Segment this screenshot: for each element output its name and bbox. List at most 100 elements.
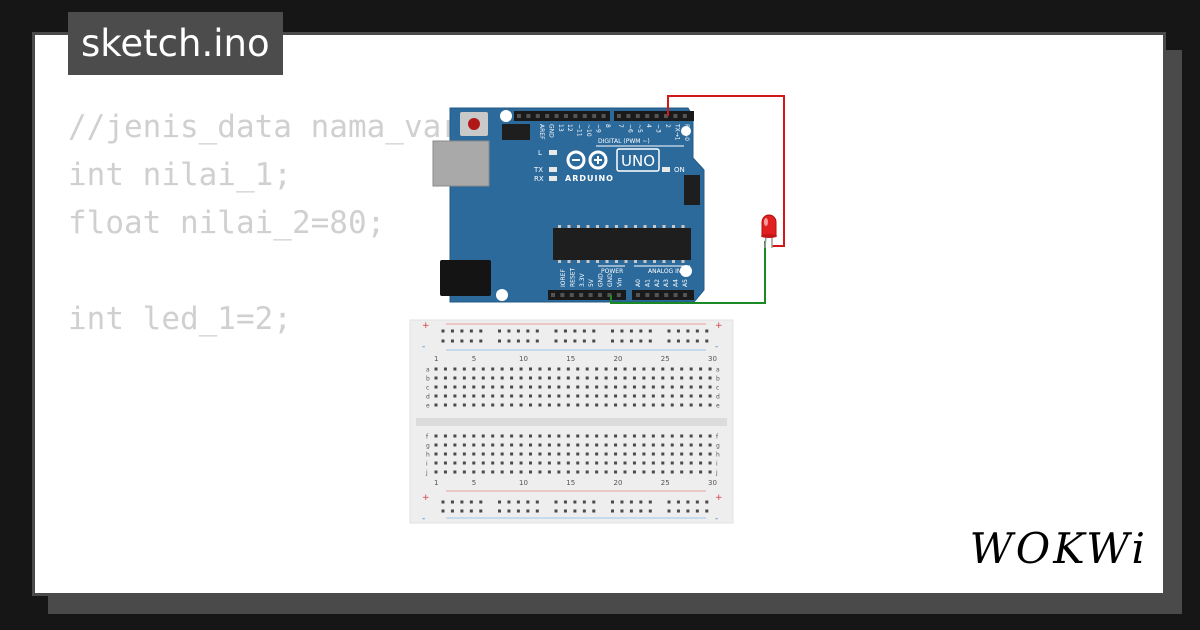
- breadboard-hole: [491, 385, 495, 389]
- header-pin: [569, 293, 574, 297]
- breadboard[interactable]: + + - - + + - - 115510101515202025253030…: [409, 319, 734, 524]
- breadboard-hole: [689, 470, 693, 474]
- header-pin: [517, 114, 521, 118]
- rail-hole: [479, 329, 483, 333]
- breadboard-hole: [708, 376, 712, 380]
- row-letter: b: [716, 376, 720, 383]
- mount-hole: [500, 110, 512, 122]
- breadboard-hole: [680, 470, 684, 474]
- breadboard-hole: [547, 461, 551, 465]
- breadboard-hole: [661, 403, 665, 407]
- digital-header-2: [614, 111, 694, 121]
- column-number: 30: [708, 479, 717, 487]
- bottom-minus-left: -: [422, 514, 425, 524]
- arduino-uno-board[interactable]: L TX RX ON UNO ARDUINO DIGITAL (PWM ~) P…: [432, 107, 705, 303]
- breadboard-hole: [472, 452, 476, 456]
- rail-hole: [526, 329, 530, 333]
- breadboard-hole: [632, 394, 636, 398]
- power-pin-label: GND: [607, 273, 614, 287]
- breadboard-hole: [462, 376, 466, 380]
- red-wire[interactable]: [667, 95, 785, 247]
- column-number: 10: [519, 355, 528, 363]
- header-pin: [654, 293, 659, 297]
- breadboard-hole: [604, 385, 608, 389]
- bottom-minus-right: -: [715, 514, 718, 524]
- breadboard-hole: [443, 376, 447, 380]
- header-pin: [579, 293, 584, 297]
- green-wire[interactable]: [610, 241, 766, 304]
- breadboard-hole: [529, 385, 532, 389]
- file-tab[interactable]: sketch.ino: [68, 12, 283, 75]
- breadboard-hole: [699, 443, 703, 447]
- breadboard-holes: [434, 329, 712, 513]
- header-pin: [636, 293, 640, 297]
- analog-header: [632, 290, 694, 300]
- chip-pin: [615, 225, 618, 228]
- breadboard-hole: [708, 443, 712, 447]
- breadboard-hole: [699, 470, 703, 474]
- rail-hole: [686, 509, 690, 513]
- header-pin: [626, 114, 631, 118]
- breadboard-hole: [651, 470, 655, 474]
- rail-hole: [516, 339, 520, 343]
- breadboard-hole: [481, 403, 485, 407]
- rail-hole: [582, 339, 586, 343]
- breadboard-hole: [481, 461, 485, 465]
- led-rx-indicator: [549, 176, 557, 181]
- header-pin: [664, 293, 669, 297]
- rail-hole: [516, 509, 520, 513]
- breadboard-hole: [519, 452, 523, 456]
- breadboard-hole: [453, 376, 457, 380]
- chip-pin: [558, 260, 561, 263]
- breadboard-hole: [547, 403, 551, 407]
- breadboard-hole: [443, 443, 447, 447]
- code-line: int nilai_1;: [68, 157, 292, 193]
- breadboard-hole: [604, 394, 608, 398]
- chip-pin: [624, 260, 628, 263]
- row-letter: d: [716, 394, 720, 401]
- header-pin: [683, 293, 687, 297]
- rail-hole: [629, 339, 633, 343]
- breadboard-hole: [453, 443, 457, 447]
- analog-label: ANALOG IN: [648, 268, 681, 275]
- breadboard-hole: [566, 434, 570, 438]
- rail-hole: [629, 329, 633, 333]
- breadboard-hole: [491, 394, 495, 398]
- breadboard-hole: [670, 403, 674, 407]
- power-pin-label: RESET: [569, 267, 576, 287]
- column-number: 20: [614, 355, 623, 363]
- red-led[interactable]: [761, 214, 777, 249]
- rail-hole: [563, 500, 567, 504]
- breadboard-hole: [510, 452, 514, 456]
- reset-button[interactable]: [468, 118, 480, 130]
- breadboard-hole: [651, 452, 655, 456]
- chip-pin: [558, 225, 561, 228]
- rail-hole: [695, 339, 699, 343]
- breadboard-hole: [651, 376, 655, 380]
- breadboard-hole: [595, 434, 599, 438]
- breadboard-hole: [510, 470, 514, 474]
- breadboard-hole: [510, 394, 514, 398]
- row-letter: a: [426, 367, 430, 374]
- led-l-indicator: [549, 150, 557, 155]
- breadboard-hole: [491, 367, 495, 371]
- breadboard-hole: [595, 403, 599, 407]
- breadboard-hole: [585, 452, 589, 456]
- digital-pin-label: AREF: [538, 124, 545, 140]
- breadboard-hole: [585, 443, 589, 447]
- breadboard-hole: [642, 403, 646, 407]
- power-pin-label: IOREF: [560, 269, 567, 287]
- row-letter: c: [716, 385, 719, 392]
- breadboard-hole: [689, 434, 693, 438]
- breadboard-hole: [699, 367, 703, 371]
- breadboard-hole: [519, 403, 523, 407]
- header-pin: [635, 114, 640, 118]
- breadboard-hole: [689, 394, 693, 398]
- breadboard-hole: [604, 434, 608, 438]
- breadboard-hole: [500, 443, 504, 447]
- breadboard-hole: [547, 376, 551, 380]
- breadboard-hole: [529, 470, 532, 474]
- rail-hole: [695, 329, 699, 333]
- breadboard-hole: [472, 394, 476, 398]
